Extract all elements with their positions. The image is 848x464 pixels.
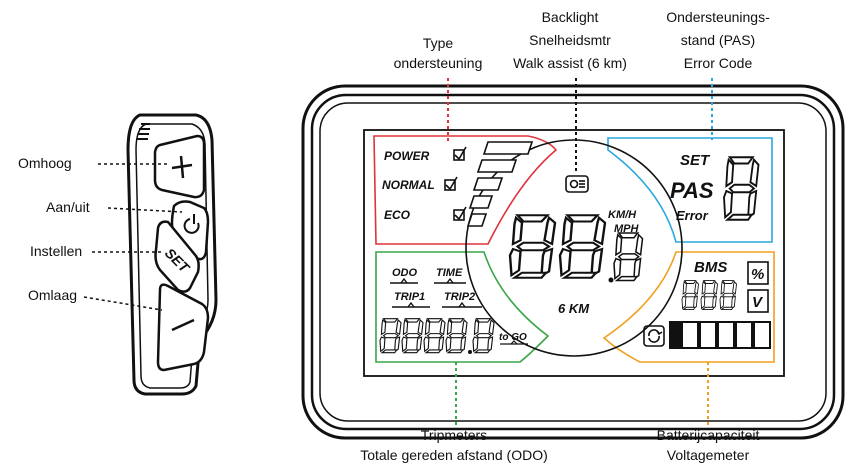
- grip-lines: [137, 123, 150, 140]
- callout-backlight-2: Snelheidsmtr: [529, 32, 611, 48]
- pas-zone: [607, 137, 773, 243]
- callout-trip-1: Tripmeters: [421, 427, 487, 443]
- lcd-screen: [363, 129, 785, 377]
- mode-check-icons: [444, 146, 467, 221]
- callout-type-1: Type: [423, 35, 454, 51]
- battery-zone: [602, 251, 775, 363]
- backlight-icon: [565, 175, 589, 193]
- minus-icon: [171, 318, 195, 332]
- remote-control: SET: [126, 113, 218, 396]
- trip-labels: ODO TIME TRIP1 TRIP2: [390, 267, 482, 308]
- to-go-label: to GO: [499, 332, 527, 343]
- trip-zone: [375, 251, 550, 363]
- trip1-label: TRIP1: [394, 291, 425, 303]
- mode-normal: NORMAL: [382, 178, 435, 192]
- callout-pas-1: Ondersteunings-: [666, 9, 770, 25]
- label-up: Omhoog: [18, 155, 72, 171]
- mode-eco: ECO: [384, 208, 411, 222]
- speed-digits: [508, 214, 644, 283]
- plus-icon: [171, 155, 193, 179]
- type-zone: [373, 135, 558, 245]
- odometer-digits: [379, 318, 495, 354]
- remote-labels: Omhoog Aan/uit Instellen Omlaag: [18, 155, 183, 311]
- callout-pas-3: Error Code: [684, 55, 753, 71]
- time-label: TIME: [436, 267, 463, 279]
- callouts: Type ondersteuning Backlight Snelheidsmt…: [360, 9, 770, 463]
- battery-bars: [669, 321, 771, 349]
- callout-trip-2: Totale gereden afstand (ODO): [360, 447, 548, 463]
- walk-assist: 6 KM: [558, 301, 590, 316]
- percent-label: %: [751, 266, 764, 283]
- callout-backlight-1: Backlight: [542, 9, 599, 25]
- up-button[interactable]: [153, 134, 206, 199]
- callout-battery-2: Voltagemeter: [667, 447, 750, 463]
- unit-mph: MPH: [614, 223, 640, 235]
- set-button[interactable]: SET: [154, 220, 200, 293]
- mode-power: POWER: [384, 149, 430, 163]
- error-label: Error: [676, 208, 709, 223]
- power-icon: [183, 214, 200, 234]
- speed-circle: [465, 139, 683, 357]
- label-set: Instellen: [30, 243, 82, 259]
- zones: [373, 135, 775, 363]
- unit-kmh: KM/H: [608, 209, 637, 221]
- callout-battery-1: Batterijcapaciteit: [657, 427, 760, 443]
- set-label: SET: [680, 152, 711, 169]
- callout-backlight-3: Walk assist (6 km): [513, 55, 627, 71]
- pas-label: PAS: [670, 178, 714, 203]
- bms-label: BMS: [694, 259, 727, 276]
- label-down: Omlaag: [28, 287, 77, 303]
- down-button[interactable]: [156, 283, 210, 372]
- callout-pas-2: stand (PAS): [681, 32, 755, 48]
- callout-type-2: ondersteuning: [394, 55, 483, 71]
- odo-label: ODO: [392, 267, 418, 279]
- assist-level-bars: [466, 141, 534, 227]
- refresh-icon: [643, 325, 665, 347]
- label-power: Aan/uit: [46, 199, 90, 215]
- volt-label: V: [752, 294, 764, 311]
- assist-modes: POWER NORMAL ECO: [382, 141, 534, 227]
- trip2-label: TRIP2: [444, 291, 475, 303]
